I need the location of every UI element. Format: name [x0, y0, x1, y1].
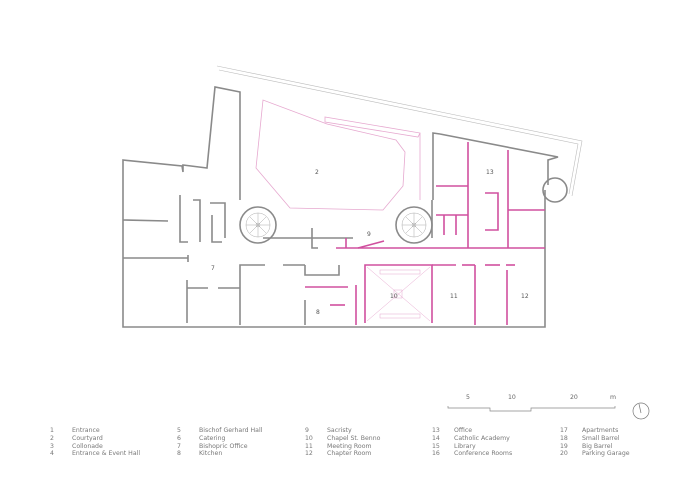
- legend-number: 15: [432, 442, 440, 450]
- courtyard-outline: [255, 99, 421, 211]
- legend-number: 12: [305, 450, 313, 458]
- legend-label: Sacristy: [327, 427, 352, 434]
- legend-label: Big Barrel: [582, 442, 613, 450]
- scale-label: m: [610, 394, 617, 401]
- legend-label: Entrance: [72, 427, 100, 434]
- legend-number: 16: [432, 450, 440, 458]
- stair-treads: [245, 212, 427, 238]
- legend-number: 2: [50, 434, 54, 442]
- legend-number: 19: [560, 442, 568, 450]
- legend-number: 5: [177, 427, 181, 434]
- legend-label: Parking Garage: [582, 450, 630, 458]
- legend-label: Library: [454, 442, 476, 450]
- room-label: 2: [315, 169, 319, 176]
- legend-label: Meeting Room: [327, 442, 372, 450]
- legend-label: Chapel St. Benno: [327, 434, 381, 442]
- new-walls: [305, 142, 545, 325]
- room-label: 7: [211, 265, 215, 272]
- chapel-ceiling: [366, 266, 431, 322]
- legend-number: 4: [50, 450, 54, 458]
- legend-label: Bishopric Office: [199, 442, 248, 450]
- room-labels: 2 7 8 9 10 11 12 13: [211, 169, 529, 316]
- legend-label: Conference Rooms: [454, 450, 513, 458]
- legend-number: 7: [177, 442, 181, 450]
- room-label: 12: [521, 293, 529, 300]
- legend-label: Small Barrel: [582, 434, 620, 442]
- legend-label: Bischof Gerhard Hall: [199, 427, 263, 434]
- room-label: 10: [390, 293, 398, 300]
- scale-label: 5: [466, 394, 470, 401]
- legend-number: 9: [305, 427, 309, 434]
- legend-label: Catering: [199, 434, 226, 442]
- legend-label: Chapter Room: [327, 450, 372, 458]
- scale-bar: [447, 406, 616, 412]
- legend-number: 14: [432, 434, 440, 442]
- legend-label: Courtyard: [72, 434, 103, 442]
- legend-label: Kitchen: [199, 450, 223, 458]
- room-label: 9: [367, 231, 371, 238]
- legend-number: 10: [305, 434, 313, 442]
- legend-number: 13: [432, 427, 440, 434]
- legend-label: Apartments: [582, 427, 619, 434]
- north-arrow-icon: [632, 402, 650, 420]
- legend-number: 18: [560, 434, 568, 442]
- legend-number: 6: [177, 434, 181, 442]
- legend-number: 17: [560, 427, 568, 434]
- legend-label: Collonade: [72, 442, 103, 450]
- room-label: 13: [486, 169, 494, 176]
- legend-number: 8: [177, 450, 181, 458]
- scale-label: 20: [570, 394, 578, 401]
- legend-number: 3: [50, 442, 54, 450]
- legend-number: 1: [50, 427, 54, 434]
- room-label: 11: [450, 293, 458, 300]
- legend-number: 11: [305, 442, 313, 450]
- railing: [216, 65, 583, 197]
- legend-label: Catholic Academy: [454, 434, 510, 442]
- legend-label: Office: [454, 427, 473, 434]
- existing-walls: [122, 86, 568, 328]
- legend-number: 20: [560, 450, 568, 458]
- scale-label: 10: [508, 394, 516, 401]
- room-label: 8: [316, 309, 320, 316]
- legend-label: Entrance & Event Hall: [72, 450, 141, 458]
